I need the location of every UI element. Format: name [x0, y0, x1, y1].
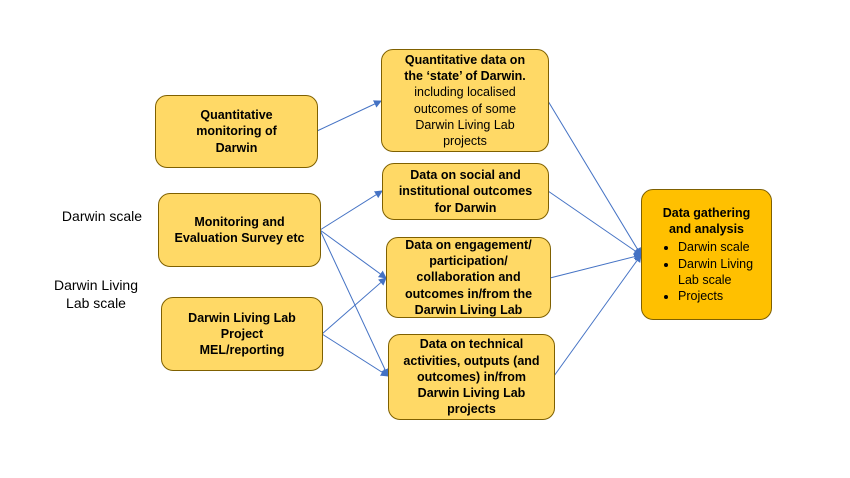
node-data-gathering-title: Data gathering and analysis [662, 205, 751, 236]
node-data-gathering-item: Projects [678, 288, 763, 304]
arrow-quant-to-state [316, 100, 382, 132]
node-data-gathering-list: Darwin scale Darwin Living Lab scale Pro… [650, 239, 763, 304]
arrow-engagement-to-final [549, 252, 642, 279]
node-social-data-text: Data on social and institutional outcome… [398, 168, 533, 215]
arrow-technical-to-final [553, 254, 642, 377]
arrow-social-to-final [547, 190, 642, 256]
node-data-gathering-item: Darwin scale [678, 239, 763, 255]
node-data-gathering: Data gathering and analysis Darwin scale… [641, 189, 772, 320]
node-technical-data: Data on technical activities, outputs (a… [388, 334, 555, 420]
arrow-state-to-final [547, 100, 642, 256]
node-quantitative-monitoring: Quantitative monitoring of Darwin [155, 95, 318, 168]
node-state-data-bold: Quantitative data on the ‘state’ of Darw… [404, 52, 526, 83]
arrow-mes-to-technical [319, 229, 389, 377]
node-data-gathering-item: Darwin Living Lab scale [678, 256, 763, 289]
living-lab-scale-line1: Darwin Living [53, 277, 139, 293]
node-quantitative-monitoring-text: Quantitative monitoring of Darwin [196, 108, 277, 155]
node-living-lab-mel: Darwin Living Lab Project MEL/reporting [161, 297, 323, 371]
darwin-scale-text: Darwin scale [61, 208, 143, 224]
node-living-lab-mel-text: Darwin Living Lab Project MEL/reporting [188, 310, 296, 358]
living-lab-scale-line2: Lab scale [66, 295, 126, 312]
node-social-data: Data on social and institutional outcome… [382, 163, 549, 220]
node-engagement-data-text: Data on engagement/ participation/ colla… [404, 237, 533, 317]
node-engagement-data: Data on engagement/ participation/ colla… [386, 237, 551, 318]
arrow-mel-to-technical [321, 333, 389, 377]
arrow-mes-to-engagement [319, 229, 387, 279]
node-state-data-normal: including localised outcomes of some Dar… [413, 85, 517, 148]
node-monitoring-evaluation-survey-text: Monitoring and Evaluation Survey etc [174, 214, 305, 245]
arrow-mel-to-engagement [321, 277, 387, 335]
node-monitoring-evaluation-survey: Monitoring and Evaluation Survey etc [158, 193, 321, 267]
node-state-data: Quantitative data on the ‘state’ of Darw… [381, 49, 549, 152]
arrow-mes-to-social [319, 190, 383, 231]
living-lab-scale-label: Darwin Living Lab scale [44, 276, 148, 312]
node-technical-data-text: Data on technical activities, outputs (a… [403, 337, 540, 417]
darwin-scale-label: Darwin scale [54, 207, 150, 225]
